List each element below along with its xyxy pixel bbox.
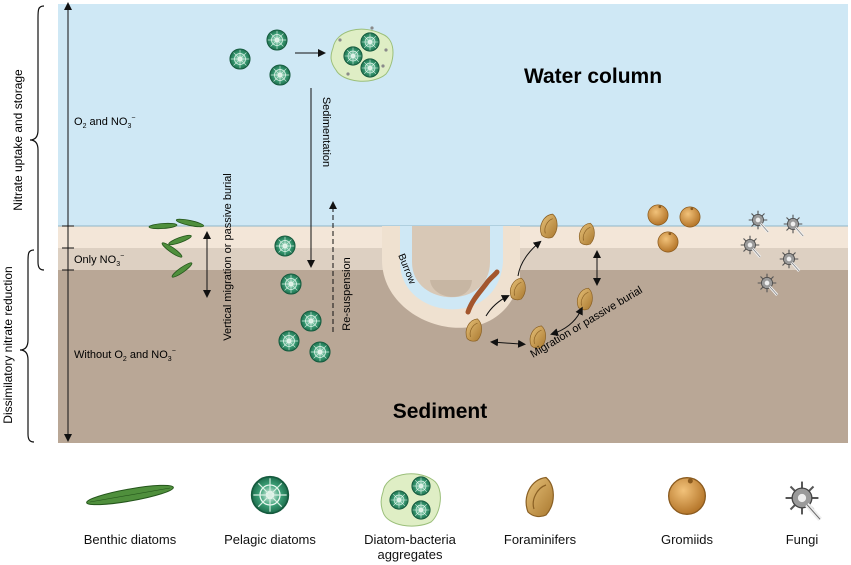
legend-label: Gromiids bbox=[660, 532, 713, 547]
legend-item-gromiids: Gromiids bbox=[612, 470, 762, 547]
burrow bbox=[382, 226, 520, 328]
legend-item-foraminifers: Foraminifers bbox=[465, 470, 615, 547]
without-o2-no3-label: Without O2 and NO3− bbox=[74, 348, 176, 363]
fungi-icon bbox=[777, 470, 827, 528]
pelagic-diatom bbox=[300, 310, 322, 332]
gromiid-icon bbox=[667, 476, 707, 516]
legend-item-benthic-diatoms: Benthic diatoms bbox=[55, 470, 205, 547]
migration-cycle-arrows bbox=[485, 240, 601, 348]
benthic-diatoms bbox=[148, 218, 205, 278]
worm bbox=[465, 269, 500, 315]
legend-item-aggregates: Diatom-bacteria aggregates bbox=[335, 470, 485, 562]
foraminifer-icon bbox=[525, 476, 555, 518]
legend-label: Benthic diatoms bbox=[83, 532, 177, 547]
legend-label: Fungi bbox=[785, 532, 819, 547]
dissimilatory-bracket bbox=[19, 249, 35, 443]
pelagic-diatom bbox=[278, 330, 300, 352]
pelagic-diatom bbox=[269, 64, 291, 86]
vertical-migration-label: Vertical migration or passive burial bbox=[222, 173, 234, 341]
benthic-diatom-icon bbox=[86, 484, 174, 506]
pelagic-diatom bbox=[229, 48, 251, 70]
sediment-title: Sediment bbox=[393, 400, 488, 423]
gromiid bbox=[679, 206, 701, 228]
legend-item-fungi: Fungi bbox=[727, 470, 851, 547]
gromiid bbox=[647, 204, 669, 226]
pelagic-diatom bbox=[280, 273, 302, 295]
sedimentation-label: Sedimentation bbox=[320, 97, 332, 167]
legend: Benthic diatoms Pelagic diatoms Diatom-b… bbox=[0, 470, 851, 565]
o2-no3-label: O2 and NO3− bbox=[74, 115, 135, 130]
diatom-bacteria-aggregate bbox=[330, 26, 394, 82]
legend-label: Diatom-bacteria aggregates bbox=[364, 532, 456, 562]
nitrate-uptake-bracket bbox=[29, 5, 45, 271]
dissimilatory-label: Dissimilatory nitrate reduction bbox=[1, 266, 15, 423]
pelagic-diatom bbox=[274, 235, 296, 257]
resuspension-label: Re-suspension bbox=[341, 257, 353, 330]
pelagic-diatom-icon bbox=[250, 475, 290, 515]
gromiid bbox=[657, 231, 679, 253]
water-column-layer bbox=[58, 4, 848, 226]
legend-label: Foraminifers bbox=[503, 532, 577, 547]
water-column-title: Water column bbox=[524, 65, 662, 88]
legend-label: Pelagic diatoms bbox=[224, 532, 316, 547]
pelagic-diatom bbox=[309, 341, 331, 363]
only-no3-label: Only NO3− bbox=[74, 253, 124, 268]
aggregate-icon bbox=[380, 473, 441, 527]
pelagic-diatom bbox=[266, 29, 288, 51]
legend-item-pelagic-diatoms: Pelagic diatoms bbox=[195, 470, 345, 547]
nitrate-uptake-label: Nitrate uptake and storage bbox=[11, 69, 25, 211]
